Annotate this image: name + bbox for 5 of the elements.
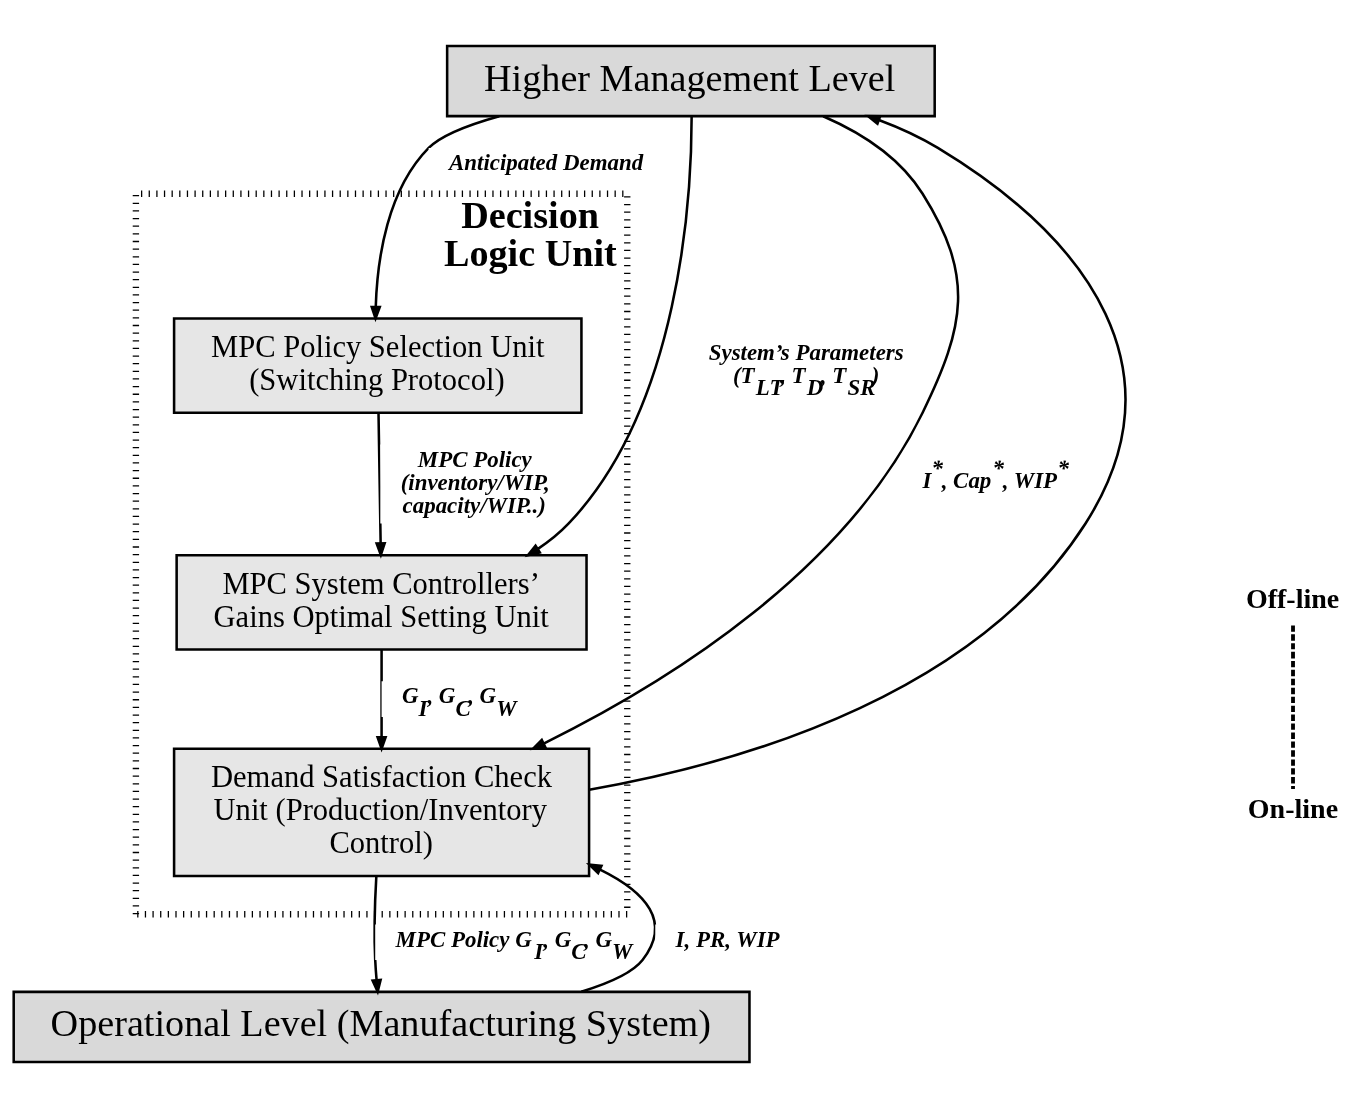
label: Off-line [1245, 583, 1340, 615]
edge-label: Anticipated Demand [449, 150, 644, 176]
edge-label: I, PR, WIP [675, 926, 780, 952]
edge-label: MPC Policy (inventory/WIP, capacity/WIP..) [400, 446, 550, 518]
label: On-line [1247, 793, 1339, 825]
